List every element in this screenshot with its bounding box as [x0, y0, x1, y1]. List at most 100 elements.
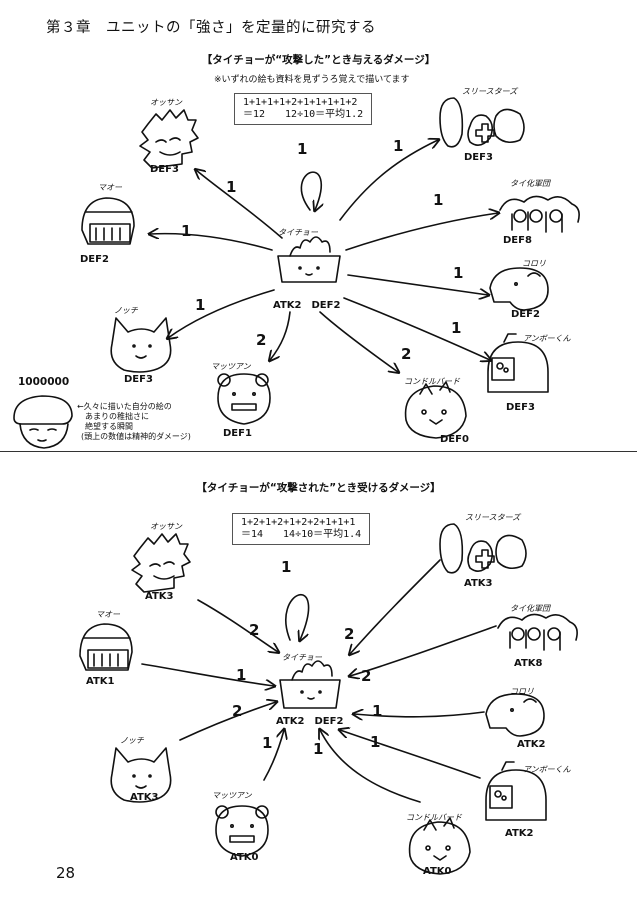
top-damage-mattsuan: 2	[256, 331, 267, 349]
bottom-unit-stat-condor: ATK0	[423, 866, 452, 877]
bottom-arrow-korori	[354, 712, 485, 717]
section-divider	[0, 451, 637, 452]
top-unit-name-mattsuan: マッツアン	[211, 362, 251, 371]
top-damage-mao: 1	[181, 222, 192, 240]
bottom-arrow-mao	[141, 663, 274, 686]
bottom-unit-stat-anbo: ATK2	[505, 828, 534, 839]
self-portrait-note-line: あまりの稚拙さに	[85, 412, 149, 421]
top-unit-name-notch: ノッチ	[114, 306, 138, 315]
top-unit-name-taika: タイ化軍団	[510, 179, 550, 188]
top-unit-name-anbo: アンボーくん	[523, 334, 571, 343]
bottom-unit-name-taika: タイ化軍団	[510, 604, 550, 613]
top-unit-stat-ossan: DEF3	[150, 164, 179, 175]
self-portrait-big-number: 1000000	[18, 376, 70, 388]
top-damage-three: 1	[393, 137, 404, 155]
top-calc-line2: ＝12 12÷10＝平均1.2	[243, 109, 364, 120]
bottom-unit-name-mattsuan: マッツアン	[212, 791, 252, 800]
top-arrow-mao	[150, 234, 273, 251]
bottom-unit-name-three: スリースターズ	[465, 513, 521, 522]
bottom-unit-name-anbo: アンボーくん	[523, 765, 571, 774]
bottom-unit-stat-mao: ATK1	[86, 676, 115, 687]
bottom-damage-mao: 1	[236, 666, 247, 684]
top-unit-name-mao: マオー	[98, 183, 122, 192]
top-self-damage: 1	[297, 140, 308, 158]
bottom-damage-anbo: 1	[370, 733, 381, 751]
bottom-center-name: タイチョー	[282, 653, 322, 662]
bottom-unit-stat-taika: ATK8	[514, 658, 543, 669]
self-portrait-note-line: (頭上の数値は精神的ダメージ)	[81, 432, 191, 441]
bottom-unit-stat-mattsuan: ATK0	[230, 852, 259, 863]
top-arrow-self	[300, 171, 321, 210]
bottom-calc-line2: ＝14 14÷10＝平均1.4	[241, 529, 362, 540]
page-number: 28	[56, 864, 76, 882]
top-unit-name-ossan: オッサン	[150, 98, 182, 107]
self-portrait-note-line: ←久々に描いた自分の絵の	[77, 402, 172, 411]
bottom-unit-name-mao: マオー	[96, 610, 120, 619]
top-damage-taika: 1	[433, 191, 444, 209]
top-arrow-taika	[345, 213, 498, 251]
top-calc-box: 1+1+1+1+2+1+1+1+1+2 ＝12 12÷10＝平均1.2	[234, 93, 373, 125]
bottom-arrow-taika	[350, 625, 497, 676]
bottom-unit-name-notch: ノッチ	[120, 736, 144, 745]
bottom-arrow-condor	[320, 730, 421, 803]
top-unit-stat-taika: DEF8	[503, 235, 532, 246]
bottom-unit-name-condor: コンドルバード	[406, 813, 462, 822]
top-damage-korori: 1	[453, 264, 464, 282]
top-arrow-mattsuan	[270, 311, 291, 360]
bottom-unit-stat-korori: ATK2	[517, 739, 546, 750]
bottom-heading: 【タイチョーが“攻撃された”とき受けるダメージ】	[196, 482, 441, 494]
self-portrait-note-line: 絶望する瞬間	[85, 422, 133, 431]
top-unit-stat-condor: DEF0	[440, 434, 469, 445]
top-note: ※いずれの絵も資料を見ずうろ覚えで描いてます	[214, 75, 410, 85]
top-unit-stat-anbo: DEF3	[506, 402, 535, 413]
top-heading: 【タイチョーが“攻撃した”とき与えるダメージ】	[201, 54, 436, 66]
bottom-arrow-self	[285, 594, 310, 640]
bottom-unit-stat-ossan: ATK3	[145, 591, 174, 602]
bottom-unit-stat-notch: ATK3	[130, 792, 159, 803]
bottom-damage-mattsuan: 1	[262, 734, 273, 752]
top-arrow-notch	[168, 289, 275, 338]
bottom-calc-line1: 1+2+1+2+1+2+2+1+1+1	[241, 517, 356, 528]
bottom-damage-taika: 2	[361, 667, 372, 685]
top-arrow-korori	[347, 274, 488, 295]
chapter-title: 第３章 ユニットの「強さ」を定量的に研究する	[46, 20, 376, 36]
top-arrow-condor	[319, 311, 398, 372]
top-taicho-sketch	[277, 236, 341, 283]
top-unit-name-condor: コンドルバード	[404, 377, 460, 386]
self-portrait-note: ←久々に描いた自分の絵の あまりの稚拙さに 絶望する瞬間 (頭上の数値は精神的ダ…	[77, 402, 191, 442]
bottom-unit-name-ossan: オッサン	[150, 522, 182, 531]
top-center-name: タイチョー	[278, 228, 318, 237]
top-damage-notch: 1	[195, 296, 206, 314]
top-unit-stat-korori: DEF2	[511, 309, 540, 320]
top-unit-sketches	[13, 97, 580, 449]
top-damage-anbo: 1	[451, 319, 462, 337]
top-arrow-three	[339, 140, 438, 221]
top-calc-line1: 1+1+1+1+2+1+1+1+1+2	[243, 97, 358, 108]
top-unit-name-korori: コロリ	[522, 259, 546, 268]
bottom-arrow-notch	[179, 702, 276, 741]
top-arrow-ossan	[196, 170, 283, 239]
top-center-stats: ATK2 DEF2	[273, 300, 341, 311]
bottom-calc-box: 1+2+1+2+1+2+2+1+1+1 ＝14 14÷10＝平均1.4	[232, 513, 371, 545]
bottom-arrow-anbo	[340, 730, 481, 779]
top-unit-stat-three: DEF3	[464, 152, 493, 163]
top-unit-stat-notch: DEF3	[124, 374, 153, 385]
top-arrows	[150, 140, 498, 372]
bottom-arrow-mattsuan	[263, 730, 284, 781]
bottom-arrow-three	[350, 559, 441, 654]
bottom-self-damage: 1	[281, 558, 292, 576]
bottom-damage-ossan: 2	[249, 621, 260, 639]
bottom-damage-notch: 2	[232, 702, 243, 720]
bottom-unit-sketches	[79, 523, 578, 875]
bottom-unit-stat-three: ATK3	[464, 578, 493, 589]
bottom-damage-korori: 1	[372, 702, 383, 720]
bottom-arrow-ossan	[197, 599, 278, 652]
bottom-damage-three: 2	[344, 625, 355, 643]
bottom-arrows	[141, 559, 497, 803]
top-damage-condor: 2	[401, 345, 412, 363]
top-unit-name-three: スリースターズ	[462, 87, 518, 96]
bottom-center-stats: ATK2 DEF2	[276, 716, 344, 727]
top-damage-ossan: 1	[226, 178, 237, 196]
top-unit-stat-mattsuan: DEF1	[223, 428, 252, 439]
